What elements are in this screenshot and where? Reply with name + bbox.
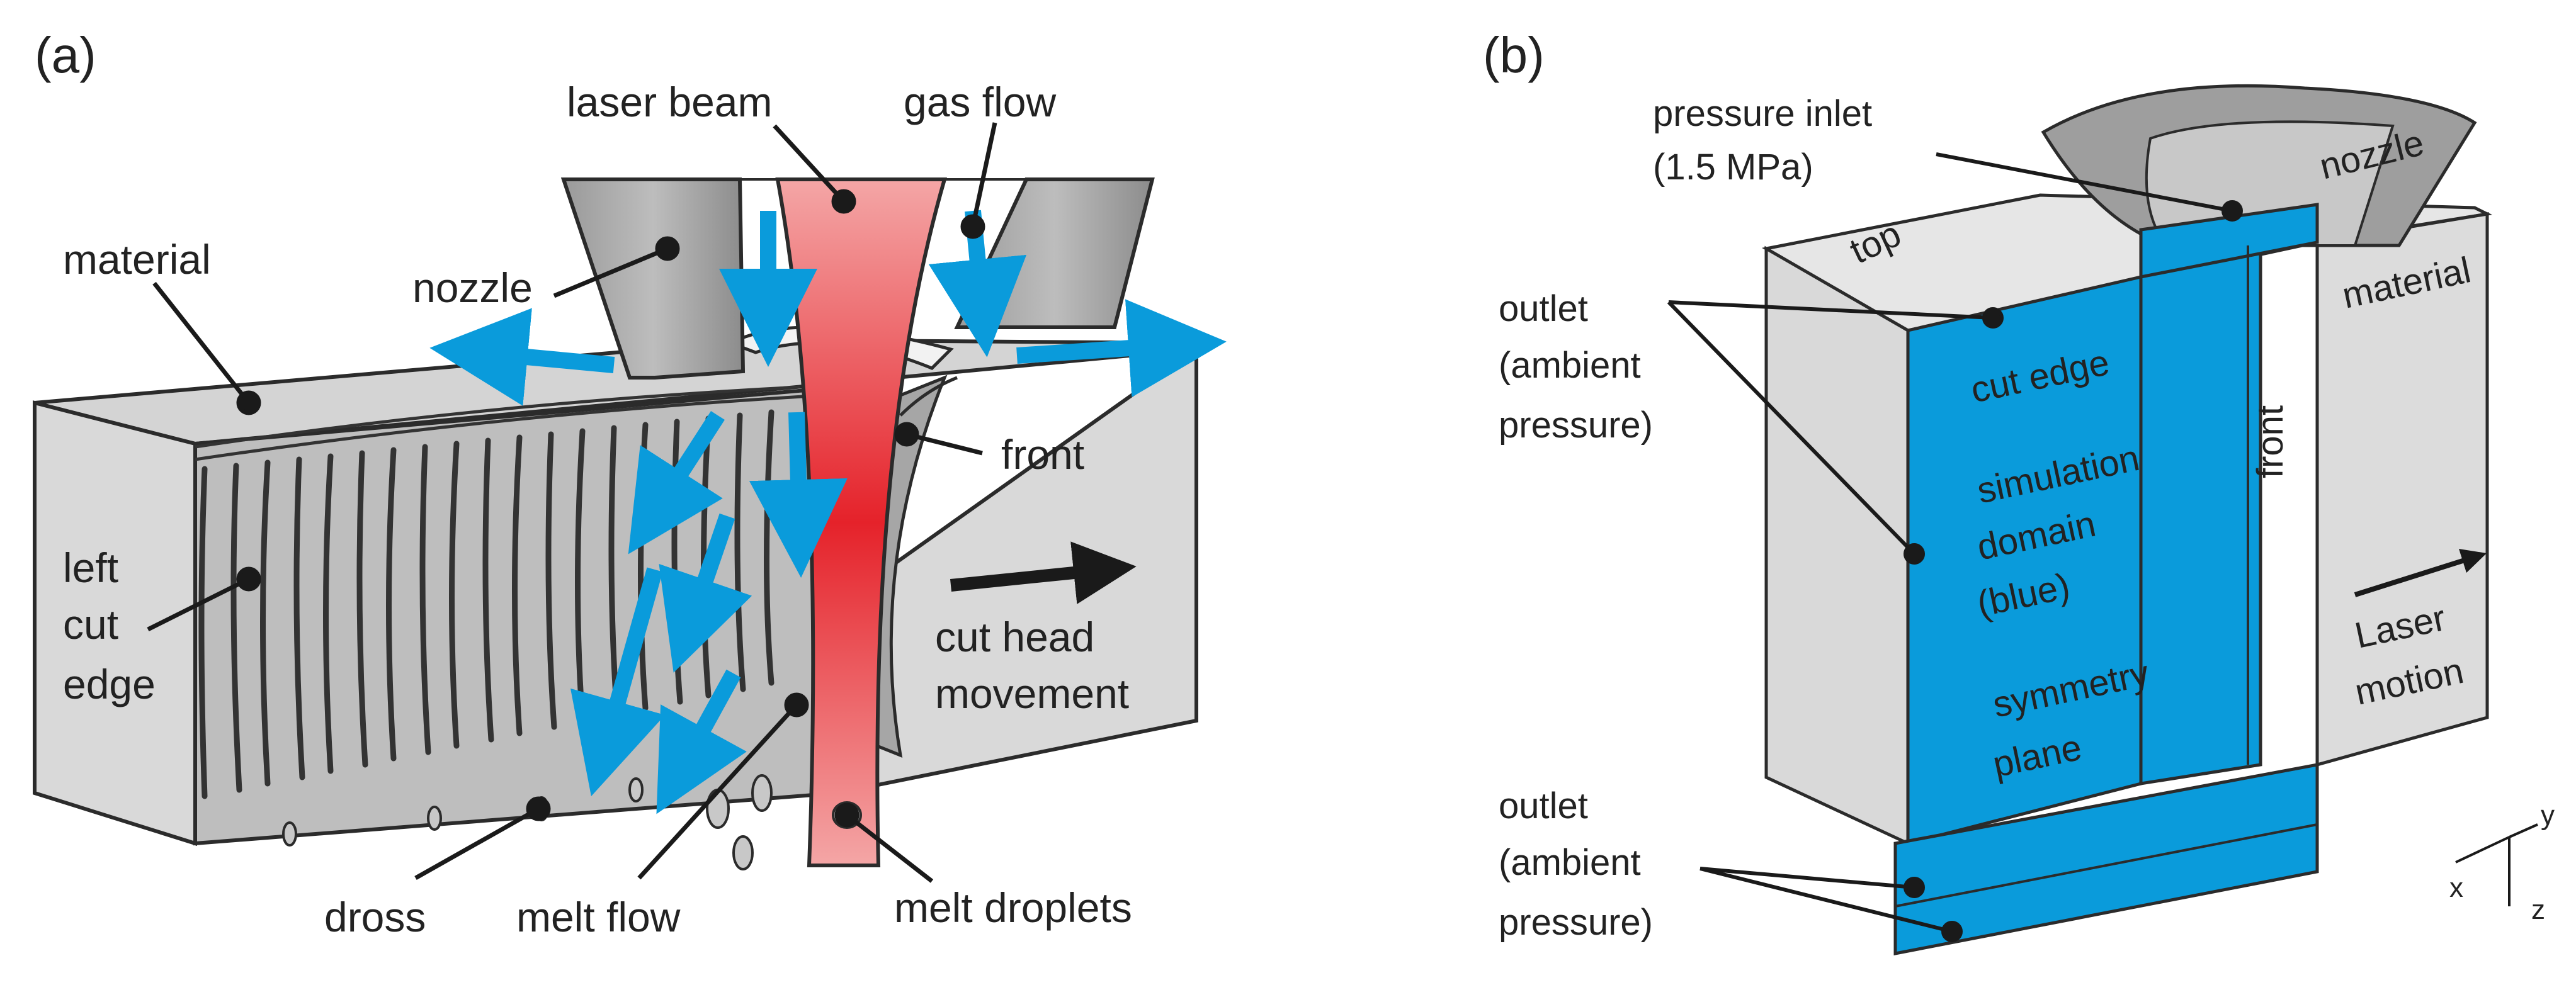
- block-b-right: [2315, 212, 2489, 767]
- label-cut-head: cut head: [935, 614, 1094, 660]
- label-movement: movement: [935, 670, 1129, 717]
- label-pressure-inlet: pressure inlet: [1653, 93, 1872, 134]
- simulation-domain: [1893, 203, 2319, 956]
- nozzle-b: [2041, 84, 2477, 247]
- label-melt-flow: melt flow: [516, 894, 681, 940]
- block-b-left: [1764, 245, 1910, 846]
- label-pressure-2: pressure): [1499, 902, 1653, 943]
- label-outlet-1: outlet: [1499, 288, 1588, 329]
- label-gas-flow: gas flow: [904, 79, 1056, 125]
- label-material-a: material: [63, 236, 211, 283]
- axis-label-x: x: [2449, 872, 2463, 903]
- label-outlet-2: outlet: [1499, 785, 1588, 826]
- label-ambient-1: (ambient: [1499, 345, 1641, 386]
- material-block: [33, 325, 1198, 847]
- front-ridge: [899, 376, 958, 417]
- panel-a: (a): [33, 27, 1227, 940]
- label-laser-beam: laser beam: [567, 79, 773, 125]
- domain-top-inlet: [2139, 203, 2319, 279]
- label-front-b: front: [2250, 405, 2291, 478]
- panel-b: (b): [1483, 27, 2555, 956]
- panel-b-tag: (b): [1483, 27, 1545, 83]
- leaders-a: [147, 122, 997, 883]
- label-edge: edge: [63, 661, 156, 707]
- nozzle-b-inner: [2145, 120, 2395, 247]
- domain-front-face: [2139, 240, 2262, 785]
- label-nozzle-a: nozzle: [412, 264, 533, 311]
- label-cut: cut: [63, 601, 118, 648]
- panel-a-tag: (a): [35, 27, 96, 83]
- gas-flow-arrows: [429, 210, 1227, 814]
- axis-label-y: y: [2541, 800, 2555, 831]
- laser-beam: [775, 177, 947, 867]
- laser-motion-arrow: [2354, 548, 2487, 597]
- label-dross: dross: [324, 894, 426, 940]
- cut-head-arrow: [950, 541, 1137, 604]
- label-front-a: front: [1001, 431, 1084, 478]
- label-melt-droplets: melt droplets: [894, 884, 1132, 931]
- axis-triad: [2455, 823, 2538, 906]
- label-ambient-2: (ambient: [1499, 842, 1641, 883]
- label-pressure-1: pressure): [1499, 405, 1653, 446]
- label-pressure-value: (1.5 MPa): [1653, 147, 1813, 188]
- domain-bottom-mid: [1895, 823, 2318, 908]
- axis-label-z: z: [2531, 894, 2545, 925]
- leaders-b: [1667, 152, 2243, 942]
- label-left: left: [63, 544, 118, 591]
- striation-top-comb: [195, 385, 803, 461]
